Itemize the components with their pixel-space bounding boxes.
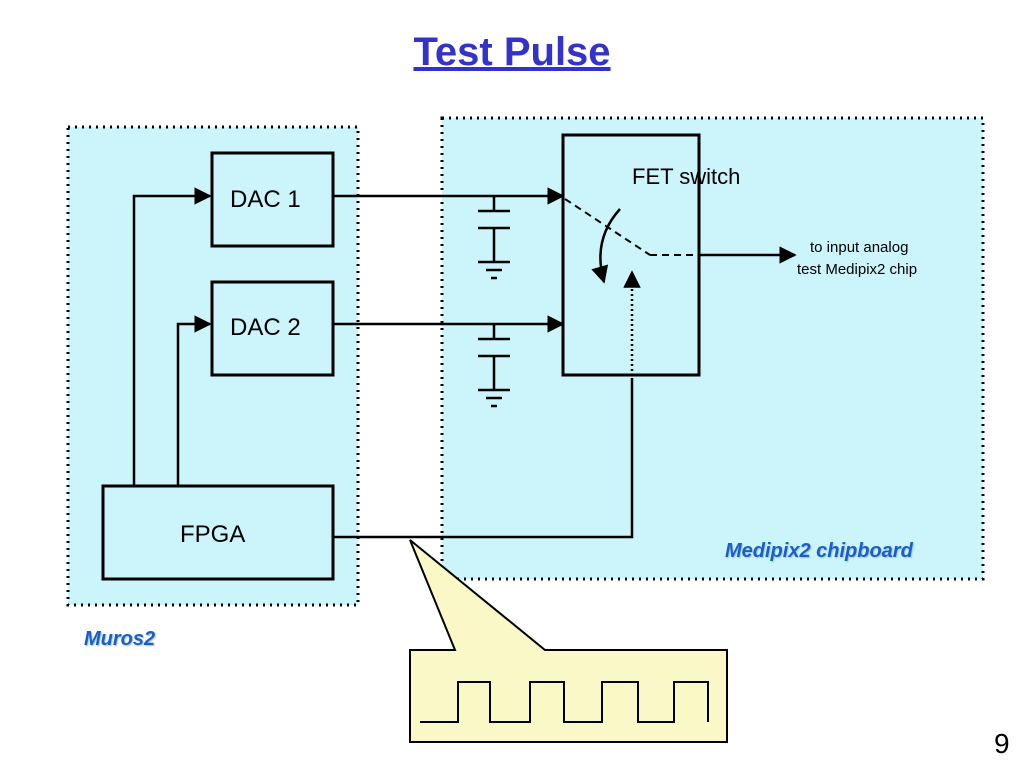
pulse-train-waveform [420, 681, 709, 723]
capacitor-1 [478, 196, 510, 280]
fpga-label: FPGA [180, 521, 246, 548]
output-label-line2: test Medipix2 chip [797, 261, 918, 278]
slide-title: Test Pulse [413, 30, 611, 74]
page-number: 9 [994, 728, 1010, 759]
output-label-line1: to input analog [810, 239, 909, 256]
dac2-label: DAC 2 [230, 314, 301, 341]
dac2-block [210, 280, 335, 377]
fpga-control-wire [333, 378, 634, 539]
fpga-to-dac2-wire [176, 315, 212, 486]
capacitor-2 [478, 324, 510, 408]
switch-arc-arrow [591, 208, 621, 284]
fpga-to-dac1-wire [132, 187, 212, 486]
fpga-block [101, 484, 335, 581]
fet-switch-label: FET switch [632, 164, 741, 189]
dac1-block [210, 151, 335, 248]
chipboard-region-label: Medipix2 chipboard [725, 540, 913, 562]
dac1-label: DAC 1 [230, 186, 301, 213]
muros2-region-label: Muros2 [84, 628, 156, 650]
